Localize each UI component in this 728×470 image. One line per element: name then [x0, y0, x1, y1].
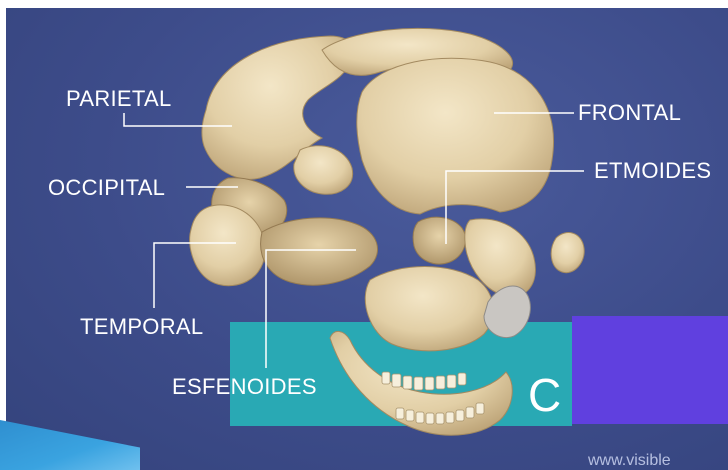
sphenoid-bone: [261, 218, 378, 285]
ethmoid-bone: [413, 217, 466, 264]
watermark-text: www.visible: [588, 452, 671, 470]
label-esfenoides: ESFENOIDES: [172, 376, 317, 398]
label-etmoides: ETMOIDES: [594, 160, 711, 182]
upper-teeth: [382, 372, 466, 390]
frontal-bone: [357, 58, 554, 214]
label-frontal: FRONTAL: [578, 102, 681, 124]
nasal-cartilage: [484, 286, 530, 338]
maxilla-bone: [365, 267, 493, 351]
zygoma-fragment-right: [551, 233, 584, 273]
label-temporal: TEMPORAL: [80, 316, 203, 338]
label-parietal: PARIETAL: [66, 88, 172, 110]
zygomatic-fragment: [294, 146, 353, 195]
label-occipital: OCCIPITAL: [48, 177, 165, 199]
panel-letter: C: [528, 372, 561, 418]
